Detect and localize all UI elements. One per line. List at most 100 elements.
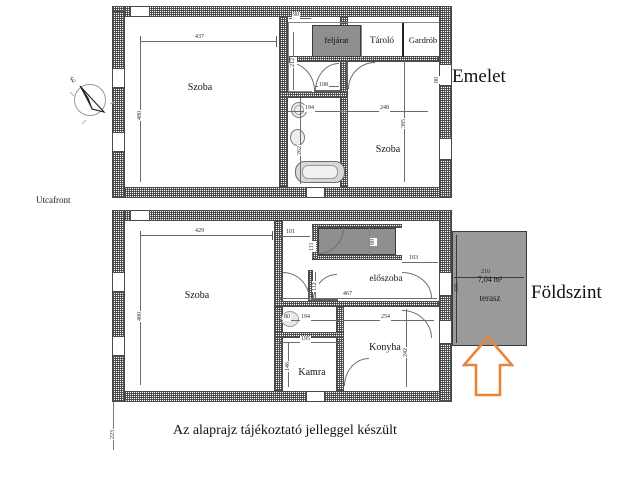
plan-caption: Az alaprajz tájékoztató jelleggel készül… [173, 423, 397, 438]
terrace-surface [452, 231, 527, 346]
ground-shade-surround-bottom [312, 255, 402, 260]
dimension-254: 254 [380, 314, 391, 321]
terrace-pointer-arrow [461, 335, 515, 397]
dimension-248: 248 [379, 105, 390, 112]
arrow-up-icon [461, 335, 515, 397]
door-swing-room2 [348, 62, 375, 89]
dimline-terrace-height [456, 235, 457, 343]
upper-tarolo-divider [361, 25, 362, 57]
dimension-194u: 194 [304, 105, 315, 112]
upper-partition-horizontal-top [288, 56, 439, 62]
room-label-gardrob: Gardrób [408, 35, 438, 45]
dimline-terrace-width [454, 277, 524, 278]
upper-gardrob-divider [402, 22, 404, 57]
dimension-80-bath: 80 [283, 314, 291, 321]
dimline-90 [289, 18, 311, 19]
upper-floor-plan: 437 480 90 212 108 194 262 248 385 80 Sz… [112, 6, 452, 198]
dimension-terrace-width: 210 [481, 269, 490, 275]
ground-wall-right [439, 210, 452, 402]
upper-stairwell-outline-v [288, 22, 289, 92]
dimension-90: 90 [292, 12, 300, 19]
upper-stair-block [312, 25, 361, 57]
dimension-480u: 480 [137, 110, 144, 121]
upper-stairwell-outline-h [288, 91, 312, 92]
room-label-kamra: Kamra [298, 367, 326, 378]
compass-ring [74, 84, 106, 116]
heading-emelet: Emelet [452, 66, 506, 87]
compass-needle-icon [69, 85, 114, 124]
dimension-262: 262 [297, 145, 304, 156]
ground-window-left-1 [112, 272, 125, 292]
dimension-480g: 480 [137, 311, 144, 322]
upper-window-right-1 [439, 64, 452, 86]
upper-wall-right [439, 6, 452, 198]
dimline-437 [140, 41, 277, 42]
sink-icon [290, 129, 305, 146]
compass-rose: É [66, 75, 114, 124]
room-label-konyha: Konyha [369, 342, 401, 353]
dimension-112: 112 [312, 281, 319, 292]
dimension-80u: 80 [434, 76, 441, 84]
dimension-223: 223 [110, 429, 117, 440]
dimension-103: 103 [408, 255, 419, 262]
terrace-block: 210 335 7,04 m² terasz [452, 231, 527, 346]
ground-floor-plan: 429 480 101 111 80 103 467 112 194 80 25… [112, 210, 452, 402]
door-leaf-room2 [346, 62, 348, 89]
door-swing-kamra [344, 358, 369, 386]
dimline-101 [280, 236, 310, 237]
ground-wall-left [112, 210, 125, 402]
dimension-111: 111 [309, 241, 316, 252]
dimension-80-shade: 80 [370, 238, 377, 246]
ground-door-right-1 [439, 272, 452, 296]
upper-partition-vertical-right [340, 17, 348, 187]
upper-window-right-2 [439, 138, 452, 160]
ground-door-right-2 [439, 320, 452, 344]
upper-wall-top [112, 6, 452, 17]
upper-window-top [130, 6, 150, 17]
ground-window-top [130, 210, 150, 221]
dimline-262 [300, 98, 301, 184]
dimension-195: 195 [300, 336, 311, 343]
dimension-429: 429 [194, 228, 205, 235]
street-front-label: Utcafront [36, 195, 71, 205]
ground-partition-horizontal-1 [274, 301, 439, 307]
dimension-terrace-height: 335 [454, 283, 460, 292]
dimension-385: 385 [401, 118, 408, 129]
room-label-terasz: terasz [479, 293, 501, 303]
room-label-eloszoba: előszoba [369, 274, 403, 284]
room-label-szoba-upper-2: Szoba [375, 144, 401, 155]
door-swing-szoba-ground [283, 272, 310, 300]
upper-window-left-2 [112, 132, 125, 152]
terrace-area-label: 7,04 m² [477, 275, 503, 284]
upper-topband-baseline [288, 22, 439, 23]
ground-window-bottom [306, 391, 325, 402]
bathtub-inner-icon [302, 165, 338, 179]
door-leaf-hall-ground [312, 299, 338, 301]
dimension-467: 467 [342, 291, 353, 298]
ground-wall-top [112, 210, 452, 221]
ground-partition-vertical-2 [336, 307, 344, 391]
heading-foldszint: Földszint [531, 282, 602, 303]
toilet-inner-icon [294, 105, 304, 115]
upper-partition-horizontal-mid [279, 92, 348, 98]
upper-partition-vertical-main [279, 17, 288, 187]
room-label-szoba-upper: Szoba [187, 82, 213, 93]
dimline-103 [402, 262, 438, 263]
door-leaf-hall [314, 90, 340, 92]
dimension-194g: 194 [300, 314, 311, 321]
dimline-467 [279, 298, 437, 299]
ground-wall-bottom [112, 391, 452, 402]
room-label-szoba-ground: Szoba [184, 290, 210, 301]
upper-window-bottom [306, 187, 325, 198]
room-label-tarolo: Tároló [370, 35, 394, 45]
ground-shade-divider [369, 228, 370, 255]
dimline-480g [140, 235, 141, 385]
room-label-feljarat: feljárat [324, 35, 349, 45]
upper-wall-bottom [112, 187, 452, 198]
dimline-194u [288, 111, 346, 112]
ground-window-left-2 [112, 336, 125, 356]
upper-window-left-1 [112, 68, 125, 88]
dimension-108: 108 [318, 82, 329, 89]
dimline-429 [140, 235, 273, 236]
